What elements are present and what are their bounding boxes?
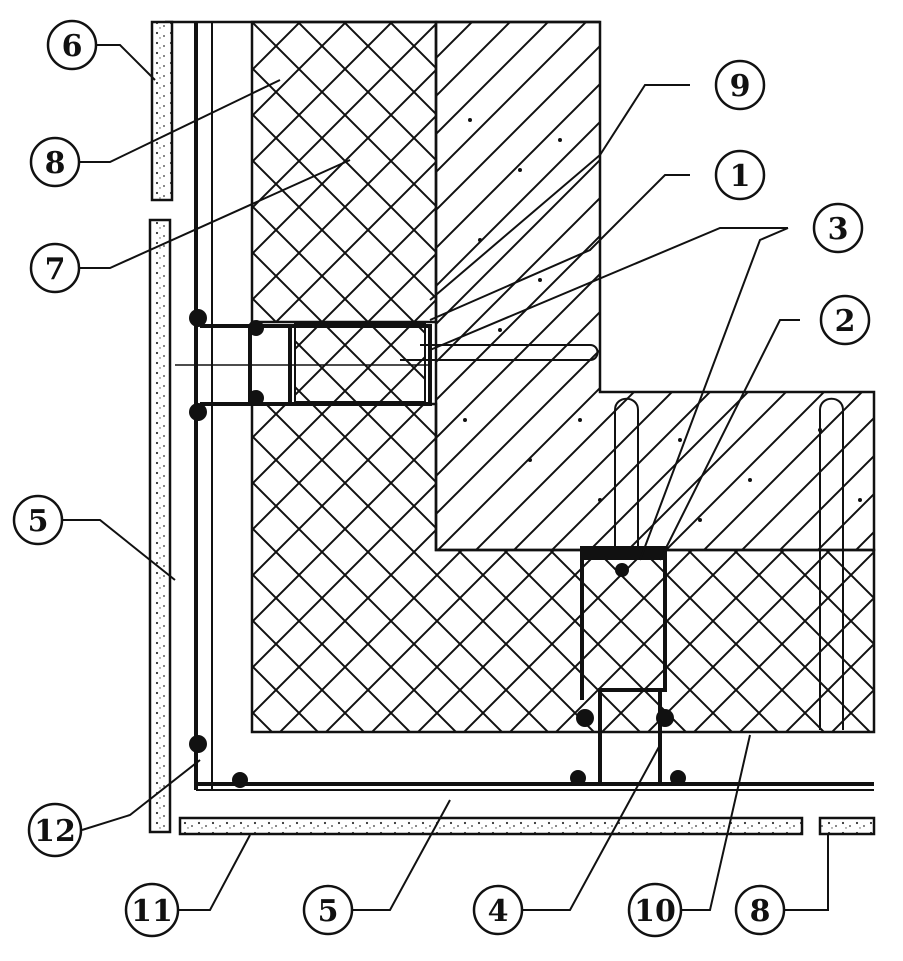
concrete-wall: [434, 20, 876, 552]
callout-6: 6: [46, 19, 98, 71]
svg-text:2: 2: [835, 304, 856, 339]
insulation-bracket-zone: [294, 323, 426, 403]
anchor-lower: [614, 397, 844, 730]
svg-text:4: 4: [488, 894, 509, 929]
svg-text:12: 12: [34, 814, 76, 849]
insulation-lower: [250, 402, 876, 734]
callout-11: 11: [124, 882, 180, 938]
svg-text:9: 9: [730, 69, 751, 104]
svg-text:11: 11: [131, 894, 173, 929]
left-panel: [148, 20, 174, 834]
vertical-rail: [194, 22, 874, 791]
bottom-panel: [178, 816, 876, 836]
svg-text:6: 6: [62, 29, 83, 64]
callout-12: 12: [27, 802, 83, 858]
svg-text:5: 5: [28, 504, 49, 539]
insulation-upper: [250, 20, 438, 324]
svg-text:8: 8: [45, 146, 66, 181]
callout-5-left: 5: [12, 494, 64, 546]
callout-2: 2: [819, 294, 871, 346]
svg-text:3: 3: [828, 212, 849, 247]
svg-text:8: 8: [750, 894, 771, 929]
fasteners: [189, 309, 686, 788]
callout-7: 7: [29, 242, 81, 294]
svg-text:7: 7: [45, 252, 66, 287]
svg-text:5: 5: [318, 894, 339, 929]
svg-text:1: 1: [730, 159, 751, 194]
callout-1: 1: [714, 149, 766, 201]
callout-10: 10: [627, 882, 683, 938]
callout-8-bottom: 8: [734, 884, 786, 936]
upper-bracket: [175, 324, 432, 406]
callout-8-top: 8: [29, 136, 81, 188]
anchor-upper: [400, 344, 599, 361]
callout-9: 9: [714, 59, 766, 111]
callout-4: 4: [472, 884, 524, 936]
callout-5-bottom: 5: [302, 884, 354, 936]
leader-lines: [62, 44, 829, 911]
svg-text:10: 10: [634, 894, 676, 929]
callout-3: 3: [812, 202, 864, 254]
